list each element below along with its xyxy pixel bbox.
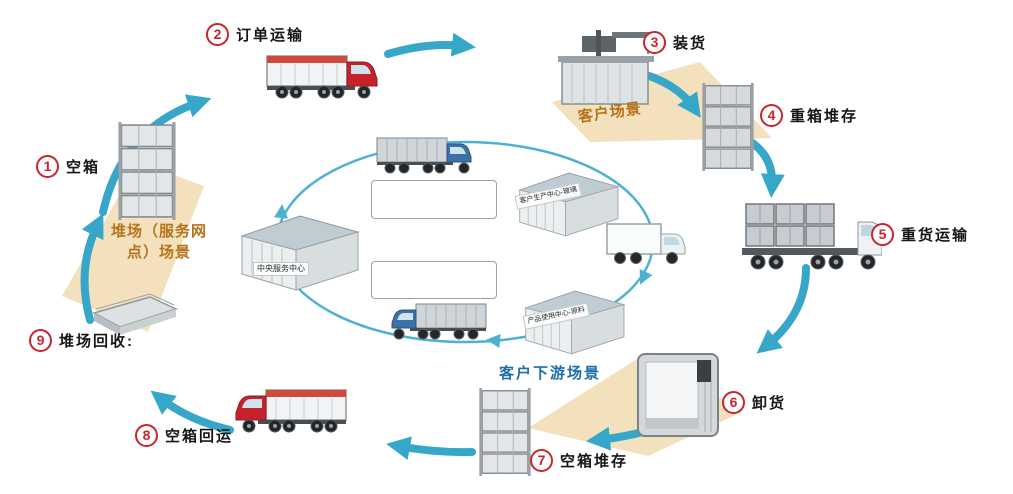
step-4-number: 4: [760, 104, 783, 127]
central-service-center-label: 中央服务中心: [253, 262, 309, 276]
step-7-number: 7: [530, 449, 553, 472]
loaded-container-stack-icon: [700, 83, 756, 171]
step-5-label: 重货运输: [901, 227, 970, 244]
step-5-heavy-transport: 5 重货运输: [871, 223, 969, 246]
step-9-number: 9: [29, 329, 52, 352]
zone-yard-scene-line1: 堆场（服务网: [110, 223, 207, 240]
step-3-number: 3: [643, 31, 666, 54]
inner-transport-truck-top-icon: [376, 130, 481, 178]
step-9-label: 堆场回收:: [59, 333, 134, 350]
center-info-box-top: [371, 180, 497, 219]
empty-return-truck-icon: [232, 382, 347, 438]
step-6-number: 6: [722, 391, 745, 414]
step-6-unloading: 6 卸货: [722, 391, 786, 414]
central-service-center-building-icon: [234, 210, 364, 295]
heavy-cargo-truck-icon: [742, 198, 882, 276]
step-7-empty-stack: 7 空箱堆存: [530, 449, 628, 472]
step-2-order-transport: 2 订单运输: [206, 23, 304, 46]
step-1-number: 1: [36, 155, 59, 178]
box-truck-icon: [606, 216, 691, 268]
pallet-rack-icon: [82, 283, 182, 341]
step-3-label: 装货: [673, 35, 708, 52]
step-3-loading: 3 装货: [643, 31, 707, 54]
order-transport-truck-icon: [266, 48, 381, 104]
gantry-loader-icon: [556, 28, 661, 108]
empty-stack-storage-icon: [479, 388, 531, 476]
bulk-container-icon: [633, 348, 723, 442]
center-info-box-bottom: [371, 261, 497, 299]
step-2-label: 订单运输: [236, 27, 305, 44]
step-9-yard-recycle: 9 堆场回收:: [29, 329, 134, 352]
step-4-label: 重箱堆存: [790, 108, 859, 125]
step-8-empty-return: 8 空箱回运: [135, 424, 233, 447]
step-8-label: 空箱回运: [165, 428, 234, 445]
step-8-number: 8: [135, 424, 158, 447]
zone-yard-scene-label: 堆场（服务网 点）场景: [98, 221, 220, 263]
step-2-number: 2: [206, 23, 229, 46]
zone-downstream-scene-label: 客户下游场景: [499, 365, 602, 382]
zone-yard-scene-line2: 点）场景: [126, 244, 191, 261]
step-5-number: 5: [871, 223, 894, 246]
inner-transport-truck-bottom-icon: [382, 296, 487, 344]
step-7-label: 空箱堆存: [560, 453, 629, 470]
step-6-label: 卸货: [752, 395, 787, 412]
empty-container-stack-icon: [118, 122, 176, 220]
step-1-label: 空箱: [66, 159, 101, 176]
step-1-empty-container: 1 空箱: [36, 155, 100, 178]
step-4-heavy-stack: 4 重箱堆存: [760, 104, 858, 127]
